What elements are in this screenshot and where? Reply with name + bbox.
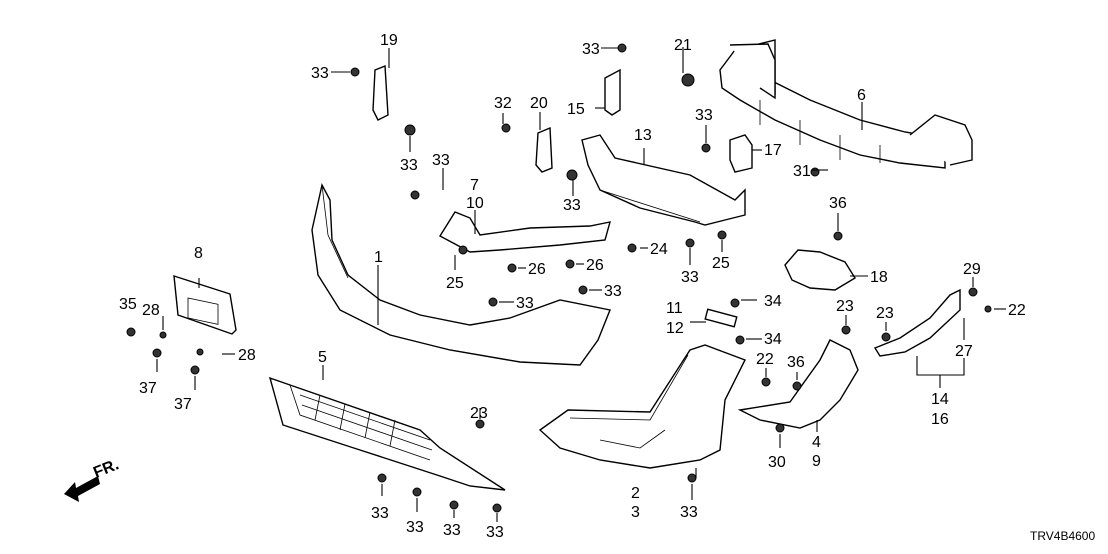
label-18: 18	[870, 269, 888, 286]
label-14: 14	[931, 391, 949, 408]
label-33: 33	[680, 504, 698, 521]
front-direction-indicator: FR.	[64, 456, 121, 502]
label-26: 26	[528, 261, 546, 278]
label-9: 9	[812, 453, 821, 470]
label-33: 33	[486, 524, 504, 541]
front-bumper-face[interactable]	[311, 183, 611, 366]
label-21: 21	[674, 37, 692, 54]
leader-lines	[156, 47, 1006, 522]
label-33: 33	[681, 269, 699, 286]
label-10: 10	[466, 195, 484, 212]
label-36: 36	[829, 195, 847, 212]
label-23: 23	[470, 405, 488, 422]
bracket-11-12[interactable]	[704, 308, 738, 328]
label-27: 27	[955, 343, 973, 360]
label-33: 33	[516, 295, 534, 312]
label-33: 33	[582, 41, 600, 58]
label-34: 34	[764, 331, 782, 348]
bumper-beam[interactable]	[719, 39, 973, 169]
bracket-15[interactable]	[604, 68, 621, 116]
bracket-17[interactable]	[729, 134, 753, 173]
label-1: 1	[374, 249, 383, 266]
label-37: 37	[174, 396, 192, 413]
label-17: 17	[764, 142, 782, 159]
fasteners	[126, 43, 992, 513]
label-12: 12	[666, 320, 684, 337]
label-11: 11	[666, 300, 683, 317]
label-20: 20	[530, 95, 548, 112]
label-33: 33	[563, 197, 581, 214]
side-spoiler[interactable]	[873, 288, 961, 357]
label-31: 31	[793, 163, 811, 180]
label-23: 23	[836, 298, 854, 315]
label-25: 25	[446, 275, 464, 292]
label-33: 33	[406, 519, 424, 536]
label-24: 24	[650, 241, 668, 258]
lower-grille[interactable]	[268, 376, 506, 491]
label-34: 34	[764, 293, 782, 310]
label-19: 19	[380, 32, 398, 49]
label-35: 35	[119, 296, 137, 313]
license-plate-base[interactable]	[173, 275, 237, 335]
label-36: 36	[787, 354, 805, 371]
bracket-20[interactable]	[535, 126, 553, 173]
label-2: 2	[631, 485, 640, 502]
front-label: FR.	[91, 456, 121, 481]
label-8: 8	[194, 245, 203, 262]
label-33: 33	[371, 505, 389, 522]
label-6: 6	[857, 87, 866, 104]
label-30: 30	[768, 454, 786, 471]
label-33: 33	[311, 65, 329, 82]
label-4: 4	[812, 434, 821, 451]
label-5: 5	[318, 349, 327, 366]
part-labels: 19 33 33 33 32 20 33 7 10 1 8 33 15 13 2…	[119, 32, 1026, 541]
label-33: 33	[400, 157, 418, 174]
label-33: 33	[695, 107, 713, 124]
bracket-4-9[interactable]	[737, 339, 859, 429]
label-26: 26	[586, 257, 604, 274]
label-7: 7	[470, 177, 479, 194]
fog-light[interactable]	[784, 249, 856, 291]
label-33: 33	[432, 152, 450, 169]
label-23: 23	[876, 305, 894, 322]
label-3: 3	[631, 504, 640, 521]
diagram-code: TRV4B4600	[1030, 529, 1095, 543]
label-33: 33	[443, 522, 461, 539]
label-15: 15	[567, 101, 585, 118]
label-22: 22	[1008, 302, 1026, 319]
label-28: 28	[142, 302, 160, 319]
front-arrow-icon	[64, 476, 100, 502]
label-29: 29	[963, 261, 981, 278]
label-22: 22	[756, 351, 774, 368]
lower-absorber[interactable]	[581, 134, 746, 226]
label-28: 28	[238, 347, 256, 364]
side-garnish[interactable]	[538, 344, 746, 469]
bracket-7-10[interactable]	[439, 211, 611, 253]
label-25: 25	[712, 255, 730, 272]
label-37: 37	[139, 380, 157, 397]
label-13: 13	[634, 127, 652, 144]
label-33: 33	[604, 283, 622, 300]
label-32: 32	[494, 95, 512, 112]
bracket-19[interactable]	[372, 64, 389, 121]
label-16: 16	[931, 411, 949, 428]
